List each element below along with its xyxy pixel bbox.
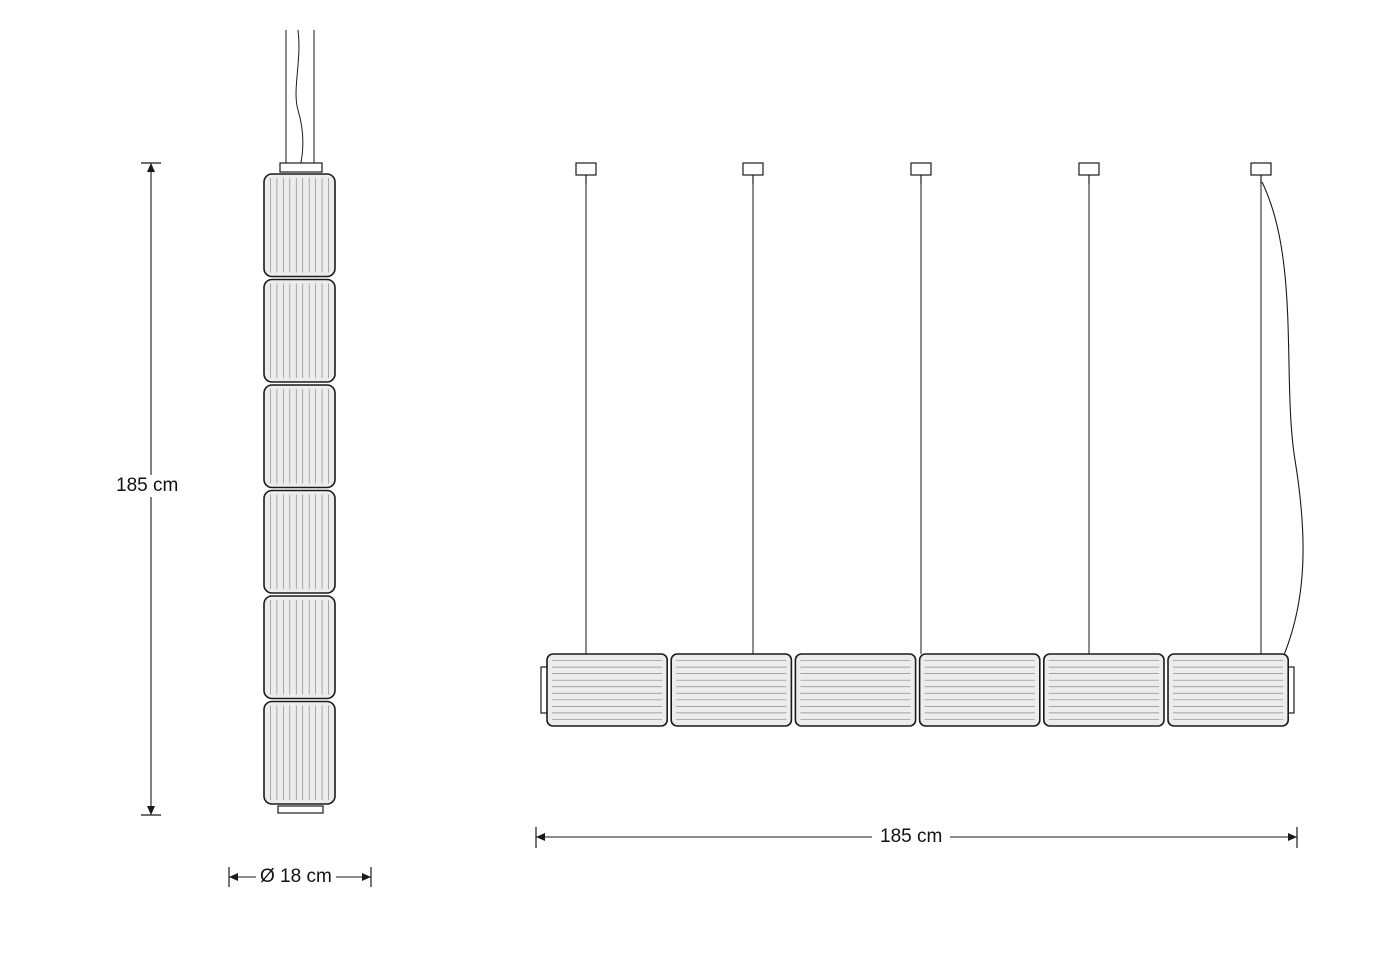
glass-segment — [670, 653, 793, 727]
dimension-arrow — [147, 163, 155, 172]
glass-segment — [546, 653, 668, 727]
glass-segment — [794, 653, 917, 727]
height-dimension-label: 185 cm — [112, 475, 183, 497]
ceiling-canopy — [742, 162, 764, 176]
ceiling-canopy — [575, 162, 597, 176]
power-cable — [295, 29, 304, 168]
diameter-dimension-label: Ø 18 cm — [256, 866, 336, 888]
ceiling-canopy — [1250, 162, 1272, 176]
dimension-arrow — [362, 873, 371, 881]
glass-segment — [263, 489, 336, 594]
power-cable — [1261, 181, 1304, 656]
ceiling-canopy — [910, 162, 932, 176]
dimension-arrow — [1288, 833, 1297, 841]
glass-segment — [263, 595, 336, 700]
bottom-cap — [277, 805, 324, 814]
horizontal-lamp-view — [540, 162, 1304, 727]
glass-segment — [263, 173, 336, 278]
dimension-arrow — [147, 806, 155, 815]
dimension-arrow — [229, 873, 238, 881]
glass-segment — [263, 278, 336, 383]
ceiling-canopy — [279, 162, 323, 173]
glass-segment — [918, 653, 1041, 727]
glass-segment — [1043, 653, 1165, 727]
length-dimension-label: 185 cm — [872, 826, 951, 848]
glass-segment — [263, 700, 336, 805]
dimension-arrow — [536, 833, 545, 841]
vertical-lamp-view — [263, 29, 336, 814]
glass-segment — [263, 384, 336, 489]
ceiling-canopy — [1078, 162, 1100, 176]
glass-segment — [1167, 653, 1289, 727]
